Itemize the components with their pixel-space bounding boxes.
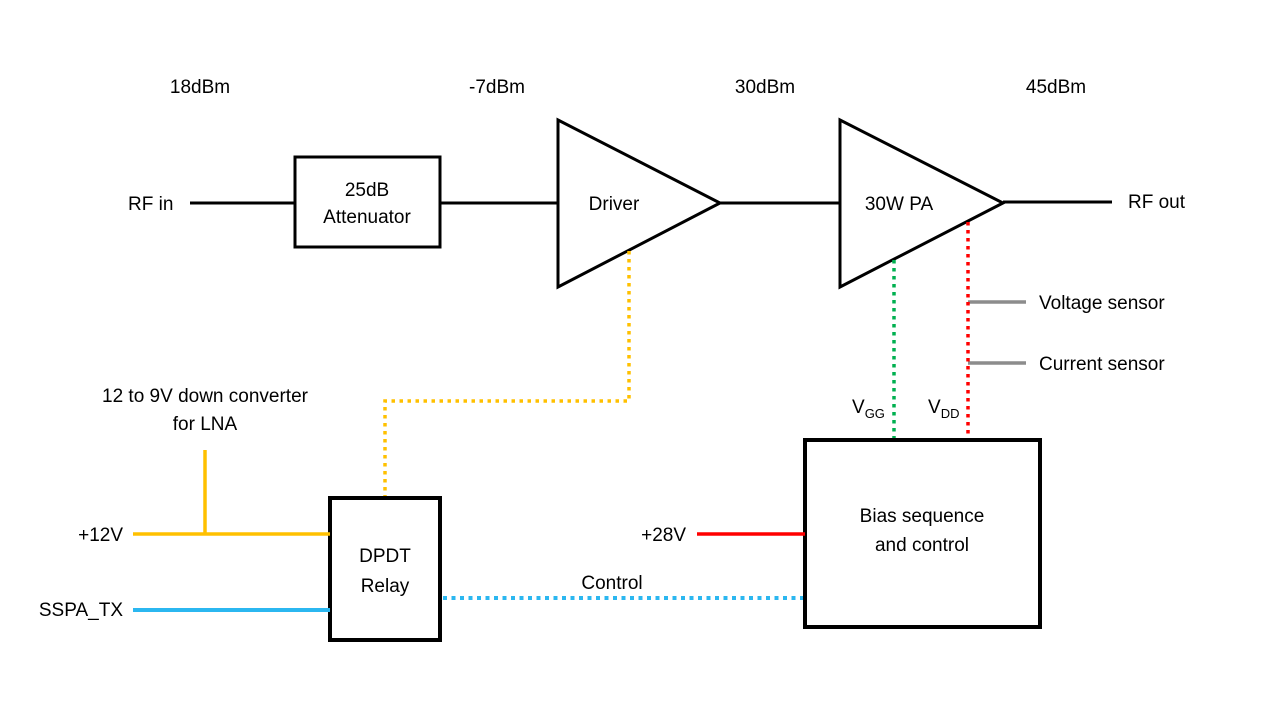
power-label-minus7dbm: -7dBm xyxy=(469,77,525,98)
voltage-sensor-label: Voltage sensor xyxy=(1039,293,1165,314)
power-label-18dbm: 18dBm xyxy=(170,77,230,98)
attenuator-box xyxy=(293,155,442,249)
bias-label-line2: and control xyxy=(875,535,969,556)
pa-amp-triangle xyxy=(838,117,1007,290)
driver-gate-dotted-line xyxy=(383,251,631,496)
vdd-label: VDD xyxy=(928,397,959,421)
converter-note-line2: for LNA xyxy=(173,414,238,435)
vgg-sub: GG xyxy=(865,406,885,421)
attenuator-label-line2: Attenuator xyxy=(323,207,411,228)
vdd-main: V xyxy=(928,397,941,418)
driver-label: Driver xyxy=(589,194,640,215)
vdd-sub: DD xyxy=(941,406,960,421)
bias-control-box xyxy=(803,438,1042,629)
plus12v-label: +12V xyxy=(78,525,123,546)
control-label: Control xyxy=(581,573,642,594)
pa-label: 30W PA xyxy=(865,194,934,215)
attenuator-label-line1: 25dB xyxy=(345,180,389,201)
dpdt-label-line2: Relay xyxy=(361,576,410,597)
rf-out-label: RF out xyxy=(1128,192,1186,213)
dpdt-label-line1: DPDT xyxy=(359,546,411,567)
driver-amp-triangle xyxy=(556,117,724,290)
current-sensor-label: Current sensor xyxy=(1039,354,1165,375)
power-label-45dbm: 45dBm xyxy=(1026,77,1086,98)
plus28v-label: +28V xyxy=(641,525,686,546)
sspa-tx-label: SSPA_TX xyxy=(39,600,123,621)
bias-label-line1: Bias sequence xyxy=(860,506,985,527)
vgg-main: V xyxy=(852,397,865,418)
vgg-label: VGG xyxy=(852,397,885,421)
rf-in-label: RF in xyxy=(128,194,173,215)
power-label-30dbm: 30dBm xyxy=(735,77,795,98)
converter-note-line1: 12 to 9V down converter xyxy=(102,386,309,407)
dpdt-relay-box xyxy=(328,496,442,642)
